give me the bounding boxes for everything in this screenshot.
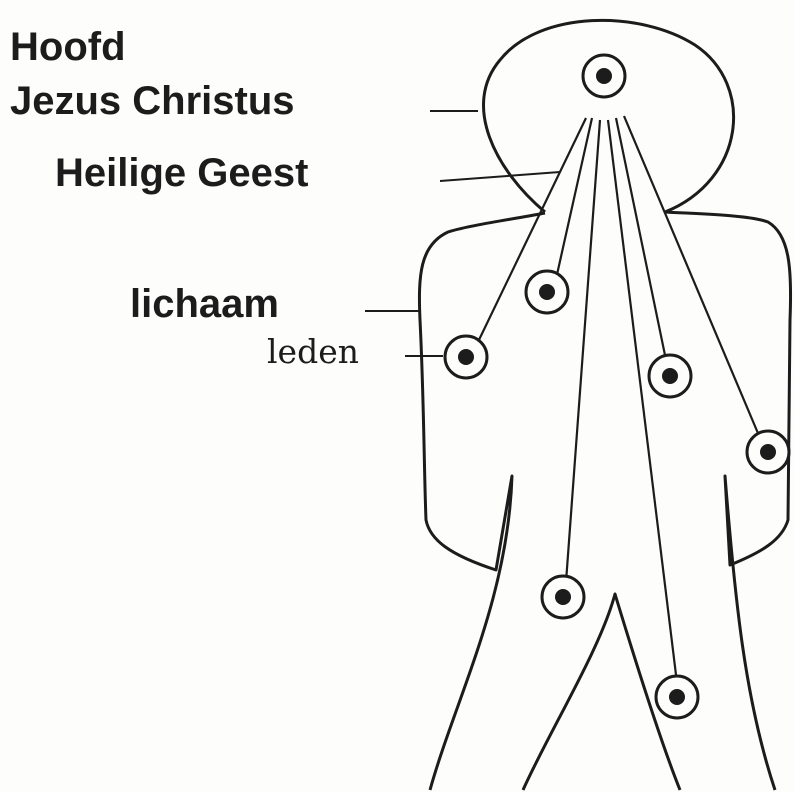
head-name-label: Jezus Christus <box>10 78 295 124</box>
head-outline <box>484 20 734 212</box>
ray-left-leg <box>566 120 600 582</box>
member-node-left-arm <box>445 336 487 378</box>
spirit-label: Heilige Geest <box>55 150 308 196</box>
member-node-upper-left <box>526 271 568 313</box>
ray-left-arm <box>477 118 586 344</box>
member-node-right-leg <box>656 676 698 718</box>
head-title-label: Hoofd <box>10 24 126 70</box>
head-node <box>583 55 625 97</box>
member-node-center-right <box>649 355 691 397</box>
member-node-left-leg <box>542 576 584 618</box>
leader-spirit <box>440 172 560 181</box>
body-label: lichaam <box>130 281 279 327</box>
ray-right-leg <box>608 120 677 683</box>
spirit-rays <box>477 116 760 683</box>
ray-right-arm <box>624 116 760 438</box>
members-label: leden <box>267 333 359 371</box>
member-node-right-arm <box>747 431 789 473</box>
